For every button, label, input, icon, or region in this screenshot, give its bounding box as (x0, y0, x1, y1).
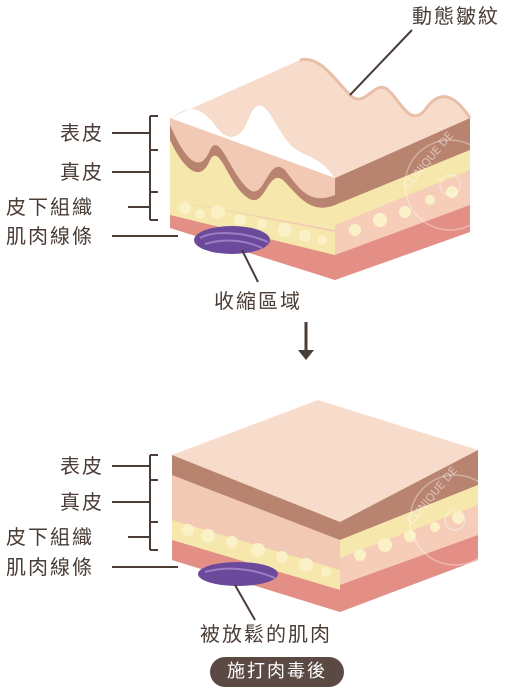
wrinkle-label: 動態皺紋 (412, 4, 500, 28)
bottom-dermis-label: 真皮 (60, 490, 104, 514)
bottom-subcutaneous-label: 皮下組織 (6, 525, 94, 549)
after-botox-badge: 施打肉毒後 (210, 657, 344, 687)
relaxed-skin-block (172, 400, 478, 612)
contraction-label: 收縮區域 (214, 289, 302, 313)
down-arrow-icon (298, 322, 314, 360)
relaxed-muscle-label: 被放鬆的肌肉 (200, 622, 332, 646)
wrinkled-skin-block (170, 57, 472, 280)
bottom-brackets (112, 454, 256, 621)
top-muscle-label: 肌肉線條 (6, 224, 94, 248)
top-epidermis-label: 表皮 (60, 121, 104, 145)
top-dermis-label: 真皮 (60, 160, 104, 184)
top-brackets (112, 29, 413, 283)
bottom-epidermis-label: 表皮 (60, 454, 104, 478)
relaxed-muscle-area (198, 562, 278, 586)
top-subcutaneous-label: 皮下組織 (6, 195, 94, 219)
bottom-muscle-label: 肌肉線條 (6, 555, 94, 579)
watermark-logo (404, 139, 501, 566)
